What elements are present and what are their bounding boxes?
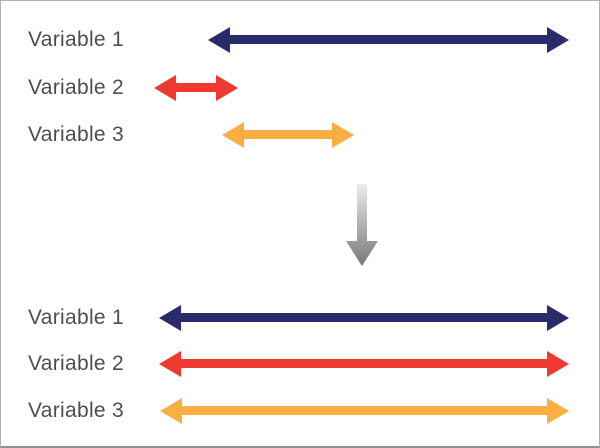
arrow-shaft [180,406,549,415]
arrow-left-head-icon [159,305,181,331]
arrow-right-head-icon [547,305,569,331]
variable-3-label-before: Variable 3 [28,123,125,146]
variable-2-label-after: Variable 2 [28,352,125,375]
arrow-left-head-icon [208,27,230,53]
arrow-right-head-icon [547,398,569,424]
transform-down-arrow-icon [346,184,378,266]
arrow-left-head-icon [154,75,176,101]
variable-1-range-arrow-before [208,27,569,53]
arrow-left-head-icon [160,398,182,424]
variable-2-label-before: Variable 2 [28,76,125,99]
arrow-right-head-icon [547,351,569,377]
arrow-shaft [228,35,549,44]
variable-3-range-arrow-before [222,122,354,148]
arrow-right-head-icon [547,27,569,53]
arrow-shaft [174,83,218,92]
variable-1-label-after: Variable 1 [28,306,125,329]
variable-3-label-after: Variable 3 [28,399,125,422]
arrow-shaft [179,313,549,322]
variable-3-range-arrow-after [160,398,569,424]
arrow-right-head-icon [216,75,238,101]
arrow-shaft [179,359,549,368]
variable-2-range-arrow-after [159,351,569,377]
variable-2-range-arrow-before [154,75,238,101]
arrow-left-head-icon [222,122,244,148]
variable-1-range-arrow-after [159,305,569,331]
arrow-left-head-icon [159,351,181,377]
variable-1-label-before: Variable 1 [28,28,125,51]
arrow-shaft [242,130,334,139]
arrow-right-head-icon [332,122,354,148]
